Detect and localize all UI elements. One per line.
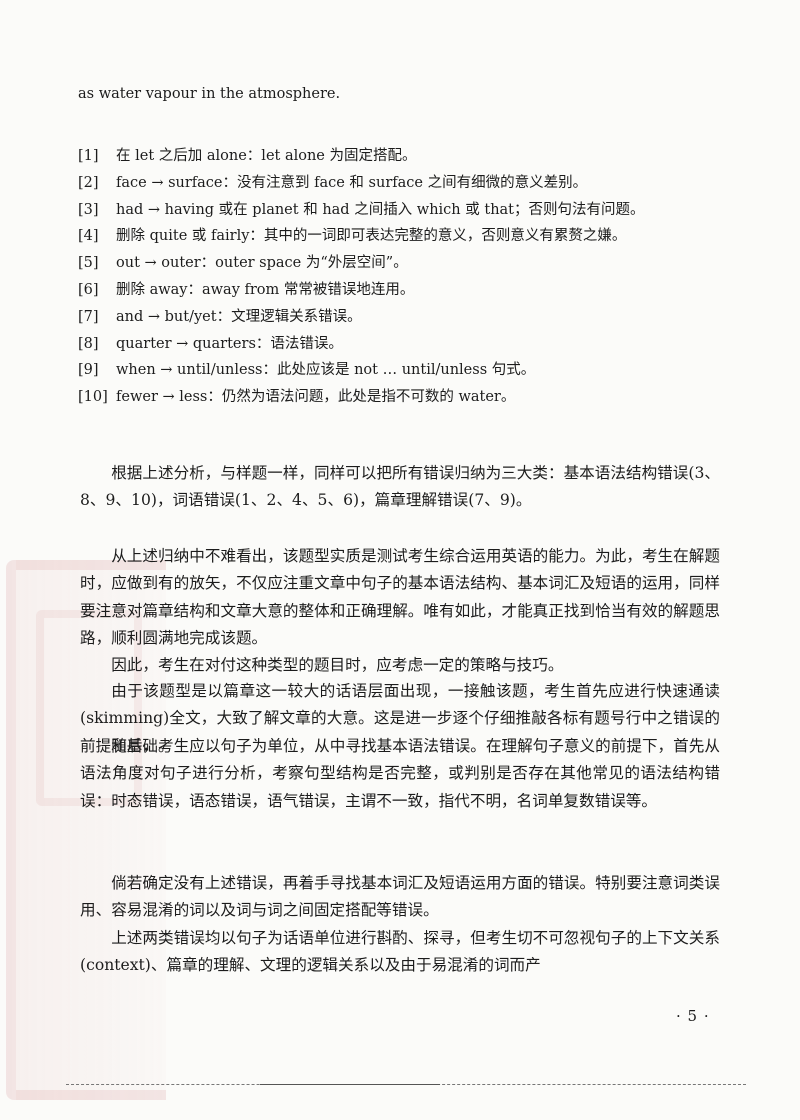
note-text: 删除 quite 或 fairly：其中的一词即可表达完整的意义，否则意义有累赘…	[116, 228, 627, 245]
note-text: quarter → quarters：语法错误。	[116, 335, 343, 352]
note-number: [8]	[78, 335, 99, 352]
note-number: [9]	[78, 362, 99, 379]
answer-notes-list: [1] 在 let 之后加 alone：let alone 为固定搭配。 [2] f…	[78, 143, 738, 411]
note-text: when → until/unless：此处应该是 not … until/un…	[116, 362, 536, 379]
body-paragraph: 随后，考生应以句子为单位，从中寻找基本语法错误。在理解句子意义的前提下，首先从语…	[80, 737, 720, 810]
footer-rule-solid	[260, 1084, 440, 1085]
body-paragraph: 倘若确定没有上述错误，再着手寻找基本词汇及短语运用方面的错误。特别要注意词类误用…	[80, 874, 720, 920]
note-number: [4]	[78, 228, 99, 245]
note-item: [10] fewer → less：仍然为语法问题，此处是指不可数的 water。	[78, 384, 738, 411]
note-number: [6]	[78, 281, 99, 298]
body-paragraph: 根据上述分析，与样题一样，同样可以把所有错误归纳为三大类：基本语法结构错误(3、…	[80, 464, 720, 510]
note-number: [1]	[78, 148, 99, 164]
note-item: [6] 删除 away：away from 常常被错误地连用。	[78, 277, 738, 304]
note-text: had → having 或在 planet 和 had 之间插入 which …	[116, 201, 645, 218]
note-item: [1] 在 let 之后加 alone：let alone 为固定搭配。	[78, 143, 738, 170]
page-number: · 5 ·	[676, 1007, 710, 1025]
note-item: [4] 删除 quite 或 fairly：其中的一词即可表达完整的意义，否则意义…	[78, 223, 738, 250]
note-text: and → but/yet：文理逻辑关系错误。	[116, 308, 362, 325]
note-item: [5] out → outer：outer space 为“外层空间”。	[78, 250, 738, 277]
body-paragraph: 上述两类错误均以句子为话语单位进行斟酌、探寻，但考生切不可忽视句子的上下文关系(…	[80, 929, 720, 975]
note-number: [5]	[78, 255, 99, 272]
note-text: 在 let 之后加 alone：let alone 为固定搭配。	[116, 148, 417, 164]
note-item: [9] when → until/unless：此处应该是 not … until…	[78, 357, 738, 384]
note-number: [7]	[78, 308, 99, 325]
note-text: 删除 away：away from 常常被错误地连用。	[116, 281, 415, 298]
body-paragraph: 由于该题型是以篇章这一较大的话语层面出现，一接触该题，考生首先应进行快速通读(s…	[80, 682, 720, 755]
note-item: [7] and → but/yet：文理逻辑关系错误。	[78, 304, 738, 331]
note-number: [2]	[78, 174, 99, 191]
note-number: [10]	[78, 389, 108, 406]
note-item: [8] quarter → quarters：语法错误。	[78, 331, 738, 358]
continued-text-line: as water vapour in the atmosphere.	[78, 86, 341, 102]
note-item: [3] had → having 或在 planet 和 had 之间插入 whi…	[78, 197, 738, 224]
body-paragraph: 因此，考生在对付这种类型的题目时，应考虑一定的策略与技巧。	[111, 656, 564, 674]
note-text: fewer → less：仍然为语法问题，此处是指不可数的 water。	[116, 389, 516, 406]
note-text: face → surface：没有注意到 face 和 surface 之间有细…	[116, 174, 588, 191]
body-paragraph: 从上述归纳中不难看出，该题型实质是测试考生综合运用英语的能力。为此，考生在解题时…	[80, 547, 720, 648]
note-number: [3]	[78, 201, 99, 218]
note-text: out → outer：outer space 为“外层空间”。	[116, 255, 408, 272]
note-item: [2] face → surface：没有注意到 face 和 surface 之…	[78, 170, 738, 197]
